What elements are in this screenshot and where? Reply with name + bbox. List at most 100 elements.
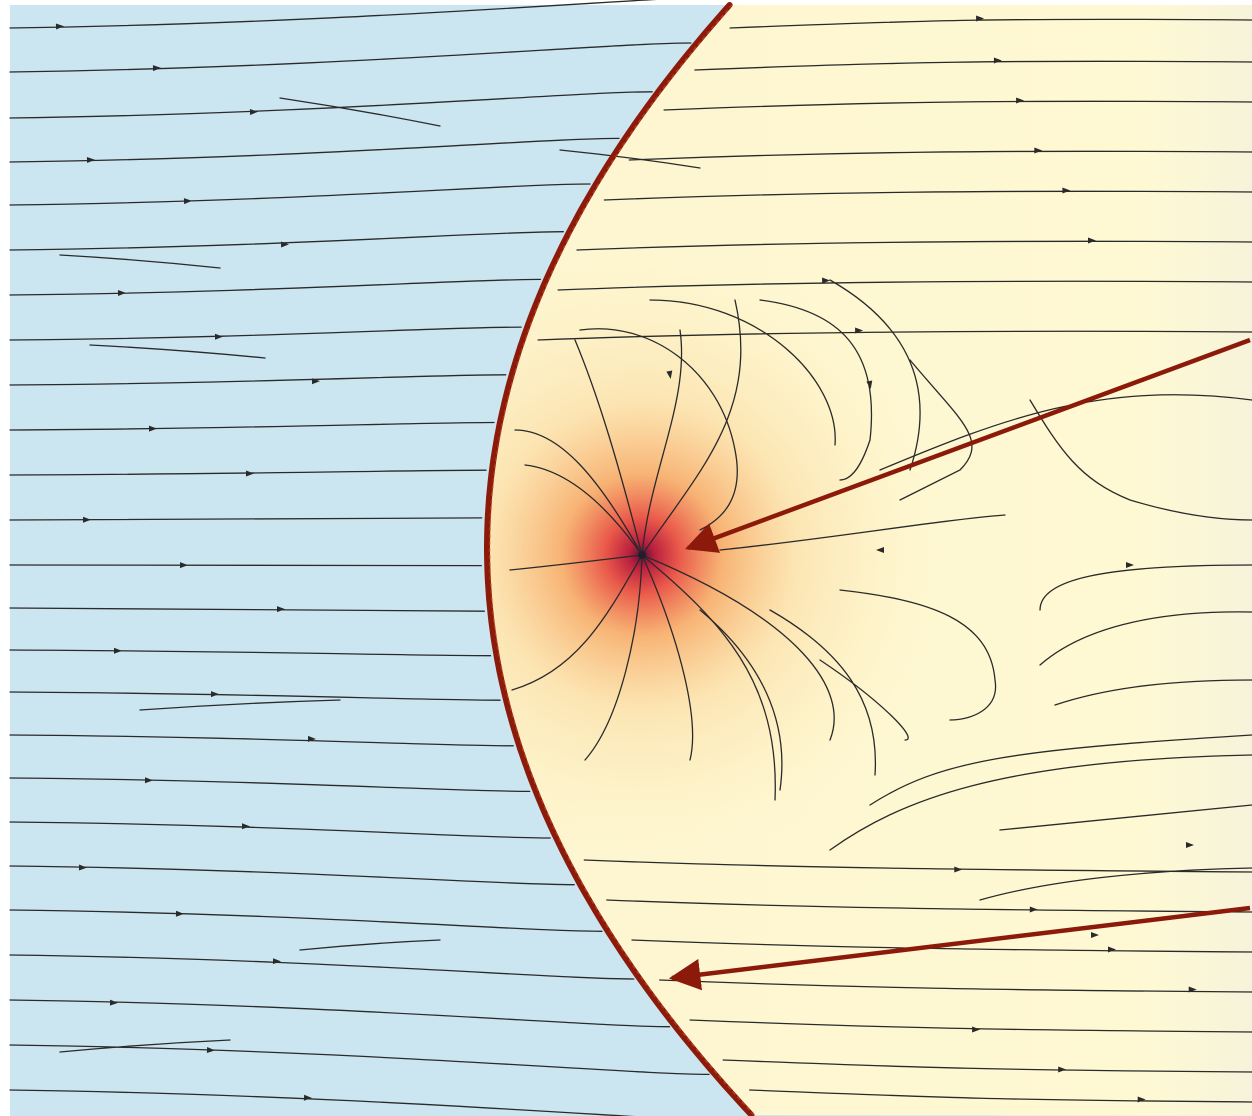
streamline [9,865,575,886]
flow-arrow [876,547,884,553]
streamline [9,421,495,431]
streamline [9,278,542,296]
streamline [694,60,1252,71]
flow-arrow [666,370,673,379]
streamlines [9,0,1252,1116]
streamline [514,429,643,556]
flow-arrow [822,277,831,284]
flow-arrow [1186,842,1194,848]
streamline [9,607,485,612]
streamline [729,18,1252,29]
streamline [769,609,877,776]
streamline [576,240,1252,251]
flow-arrow [117,289,126,296]
bow-shock-boundary [484,2,755,1116]
streamline [9,999,671,1028]
flow-arrow [78,864,87,871]
flow-arrow [1034,147,1043,154]
flow-arrow [249,109,258,116]
streamline [511,554,643,691]
flow-arrow [1137,1096,1146,1103]
streamline [9,42,692,73]
streamline [9,734,514,747]
flow-arrow [214,333,223,340]
streamline [829,754,1252,851]
flow-arrow [280,241,289,248]
streamline [1029,399,1252,521]
streamline [1039,564,1252,611]
streamline [9,691,501,701]
flow-arrow [972,1026,981,1033]
streamline [584,554,643,761]
flow-arrow [976,15,985,22]
flow-arrow [307,735,316,742]
flow-arrow [855,327,864,334]
streamline [9,326,522,341]
flow-arrow [206,1047,215,1054]
streamline [537,330,1252,341]
streamline [59,1039,231,1053]
streamline [9,0,658,29]
flow-arrow [1016,97,1025,104]
streamline-arrows [55,15,1197,1103]
flow-arrow [311,378,320,385]
flow-arrow [175,910,184,917]
streamline [759,299,873,481]
bow-shock-texture [488,4,755,1116]
streamline [9,821,551,839]
streamline [9,564,482,567]
flow-arrow [55,23,64,30]
streamline [641,554,835,741]
streamline [869,734,1252,806]
streamline [9,1044,710,1076]
streamline [559,149,701,169]
flow-arrow [1091,932,1099,938]
point-source [638,551,646,559]
streamline [1039,611,1252,666]
flow-arrow [82,516,91,523]
streamline [819,659,909,741]
flow-arrow [272,958,281,965]
streamline [583,859,1252,873]
streamline [641,554,694,761]
flow-arrow [954,866,963,873]
flow-arrow [1058,1066,1067,1073]
streamline [999,804,1252,831]
streamline [719,514,1006,551]
streamline [839,589,997,721]
flow-arrow [1088,237,1096,244]
flow-arrow [180,562,188,569]
streamline [606,899,1252,913]
streamline [139,699,341,711]
streamline [659,979,1252,993]
streamline [749,1089,1252,1103]
streamline [628,150,1252,161]
streamline [9,231,564,251]
streamline [979,867,1252,901]
flow-arrow [276,606,285,613]
streamline [603,190,1252,201]
streamline [524,464,643,556]
streamline [722,1059,1252,1073]
streamline [9,777,531,793]
streamline [1054,679,1252,706]
streamline [9,1089,635,1116]
streamline [574,339,643,556]
flow-arrow [1029,906,1038,913]
streamline [689,1019,1252,1033]
streamline [9,374,507,386]
flow-arrow [303,1094,312,1101]
flow-arrow [86,157,95,164]
flow-arrow [183,198,192,205]
streamline [699,609,783,791]
streamline [9,954,635,980]
streamline [9,517,483,521]
streamline [899,359,973,501]
flow-arrow [241,823,250,830]
flow-arrow [210,691,219,698]
flow-arrow [866,380,873,389]
source-glow [487,5,1252,1116]
flow-arrow [1126,562,1134,568]
